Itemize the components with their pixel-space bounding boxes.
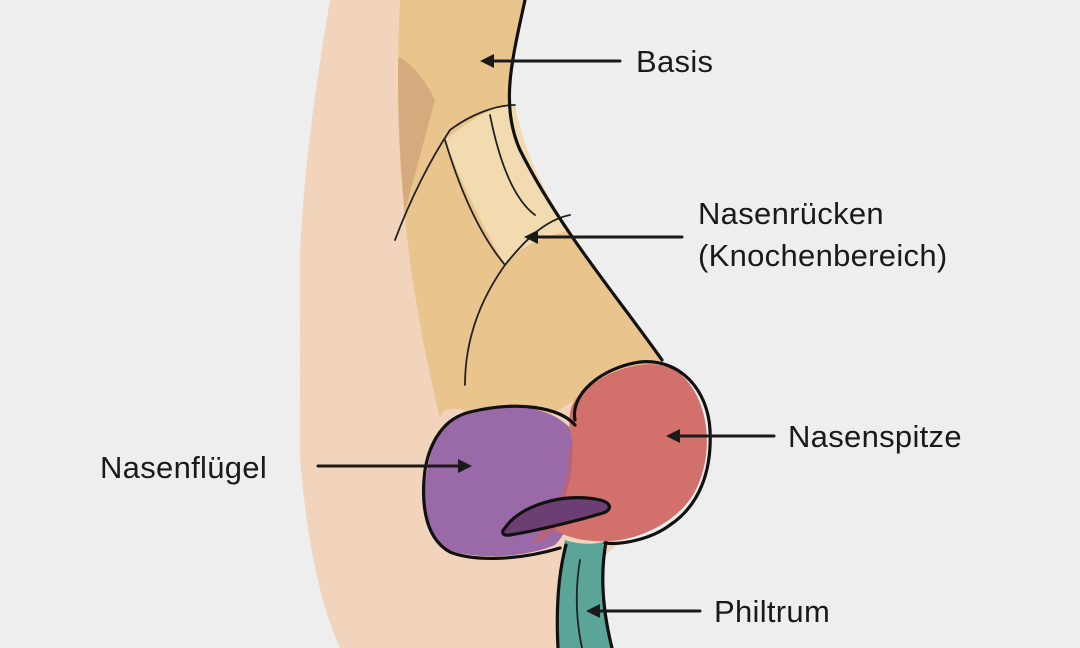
nose-profile-outline bbox=[507, 0, 664, 362]
label-nasenruecken-sub: (Knochenbereich) bbox=[698, 238, 948, 273]
face-skin-shade bbox=[296, 0, 340, 648]
basis-arrowhead bbox=[480, 54, 494, 68]
philtrum-arrowhead bbox=[586, 604, 600, 618]
philtrum-shape bbox=[557, 540, 612, 648]
label-philtrum: Philtrum bbox=[714, 594, 830, 629]
label-nasenspitze: Nasenspitze bbox=[788, 419, 962, 454]
philtrum-outline-right bbox=[601, 540, 614, 648]
nose-shadow bbox=[398, 54, 435, 230]
bridge-highlight bbox=[445, 105, 570, 265]
nostril-outline bbox=[501, 496, 611, 537]
bridge-line-1 bbox=[394, 104, 516, 241]
label-nasenfluegel: Nasenflügel bbox=[100, 450, 267, 485]
label-basis: Basis bbox=[636, 44, 713, 79]
philtrum-groove bbox=[575, 559, 583, 648]
bridge-line-2 bbox=[444, 139, 506, 266]
bridge-line-5 bbox=[464, 264, 506, 386]
nostril bbox=[503, 497, 610, 536]
nasenspitze-arrowhead bbox=[666, 429, 680, 443]
wing-outline bbox=[421, 404, 577, 560]
bridge-line-3 bbox=[489, 114, 536, 216]
nasenruecken-arrowhead bbox=[524, 230, 538, 244]
tip-outline bbox=[572, 360, 712, 546]
nose-tip bbox=[555, 364, 707, 542]
philtrum-outline-left bbox=[555, 543, 568, 648]
nasenfluegel-arrowhead bbox=[458, 459, 472, 473]
label-nasenruecken: Nasenrücken bbox=[698, 196, 884, 231]
